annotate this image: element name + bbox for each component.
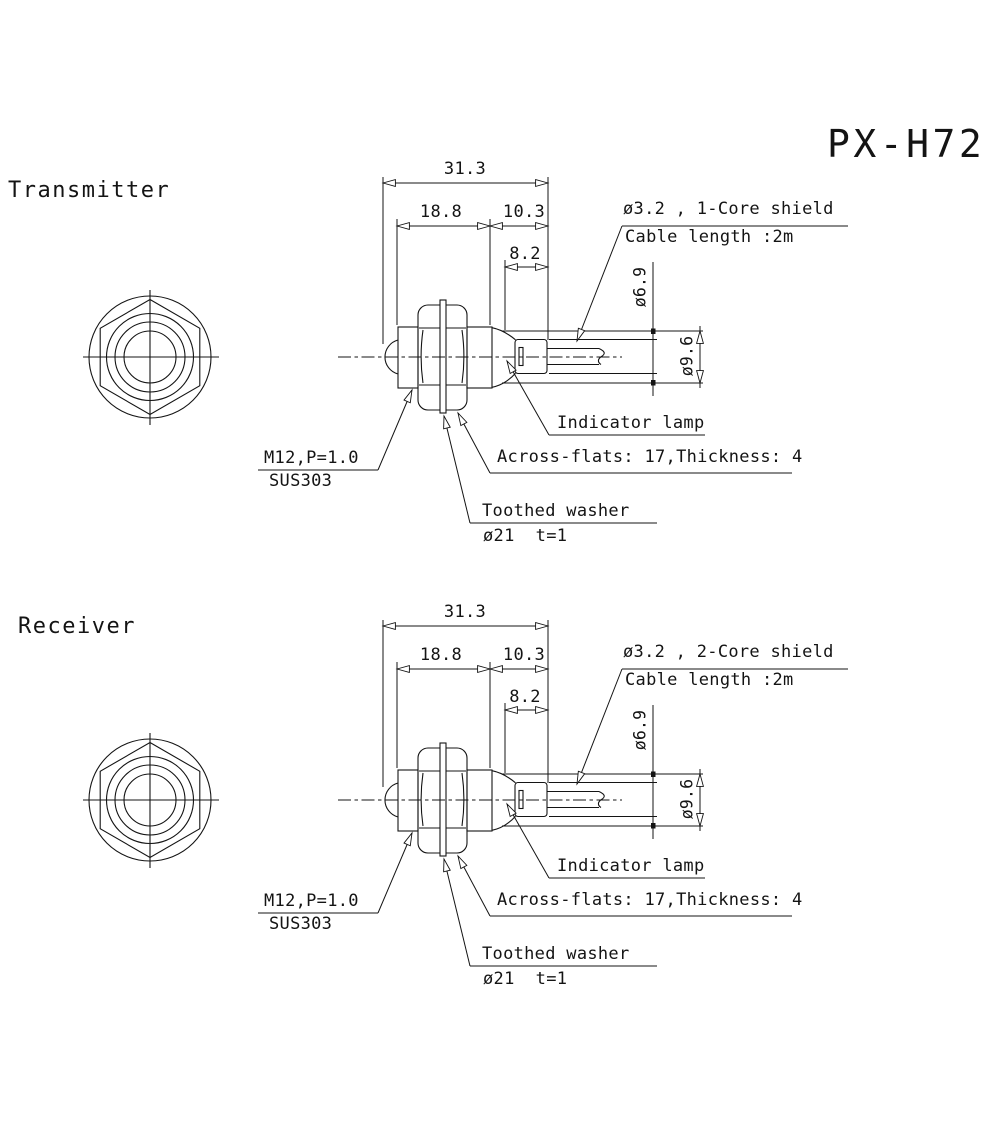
cable-spec-label: ø3.2 , 1-Core shield (623, 199, 834, 219)
unit-title: Transmitter (8, 178, 171, 203)
dim-front-length: 18.8 (419, 645, 463, 665)
material-label: SUS303 (269, 471, 333, 491)
cable-length-label: Cable length :2m (625, 670, 794, 690)
across-flats-label: Across-flats: 17,Thickness: 4 (497, 890, 803, 910)
dim-body-diameter: ø6.9 (630, 266, 650, 308)
thread-spec-label: M12,P=1.0 (264, 448, 359, 468)
dim-rear-length: 10.3 (502, 202, 546, 222)
transmitter-annotations: Transmitter 31.3 18.8 10.3 8.2 ø3.2 , 1-… (0, 0, 1000, 560)
dim-body-diameter: ø6.9 (630, 709, 650, 751)
washer-size-label: ø21 t=1 (483, 526, 568, 546)
dim-shoulder-diameter: ø9.6 (677, 335, 697, 377)
dim-shoulder-diameter: ø9.6 (677, 778, 697, 820)
material-label: SUS303 (269, 914, 333, 934)
dim-overall-length: 31.3 (443, 159, 487, 179)
dim-tip-length: 8.2 (509, 687, 541, 707)
dim-rear-length: 10.3 (502, 645, 546, 665)
unit-title: Receiver (18, 614, 136, 639)
dim-front-length: 18.8 (419, 202, 463, 222)
toothed-washer-label: Toothed washer (482, 944, 630, 964)
cable-length-label: Cable length :2m (625, 227, 794, 247)
dim-tip-length: 8.2 (509, 244, 541, 264)
thread-spec-label: M12,P=1.0 (264, 891, 359, 911)
receiver-annotations: Receiver 31.3 18.8 10.3 8.2 ø3.2 , 2-Cor… (0, 443, 1000, 1003)
model-number: PX-H72 (827, 122, 986, 166)
dim-overall-length: 31.3 (443, 602, 487, 622)
cable-spec-label: ø3.2 , 2-Core shield (623, 642, 834, 662)
across-flats-label: Across-flats: 17,Thickness: 4 (497, 447, 803, 467)
toothed-washer-label: Toothed washer (482, 501, 630, 521)
washer-size-label: ø21 t=1 (483, 969, 568, 989)
indicator-lamp-label: Indicator lamp (557, 413, 705, 433)
indicator-lamp-label: Indicator lamp (557, 856, 705, 876)
